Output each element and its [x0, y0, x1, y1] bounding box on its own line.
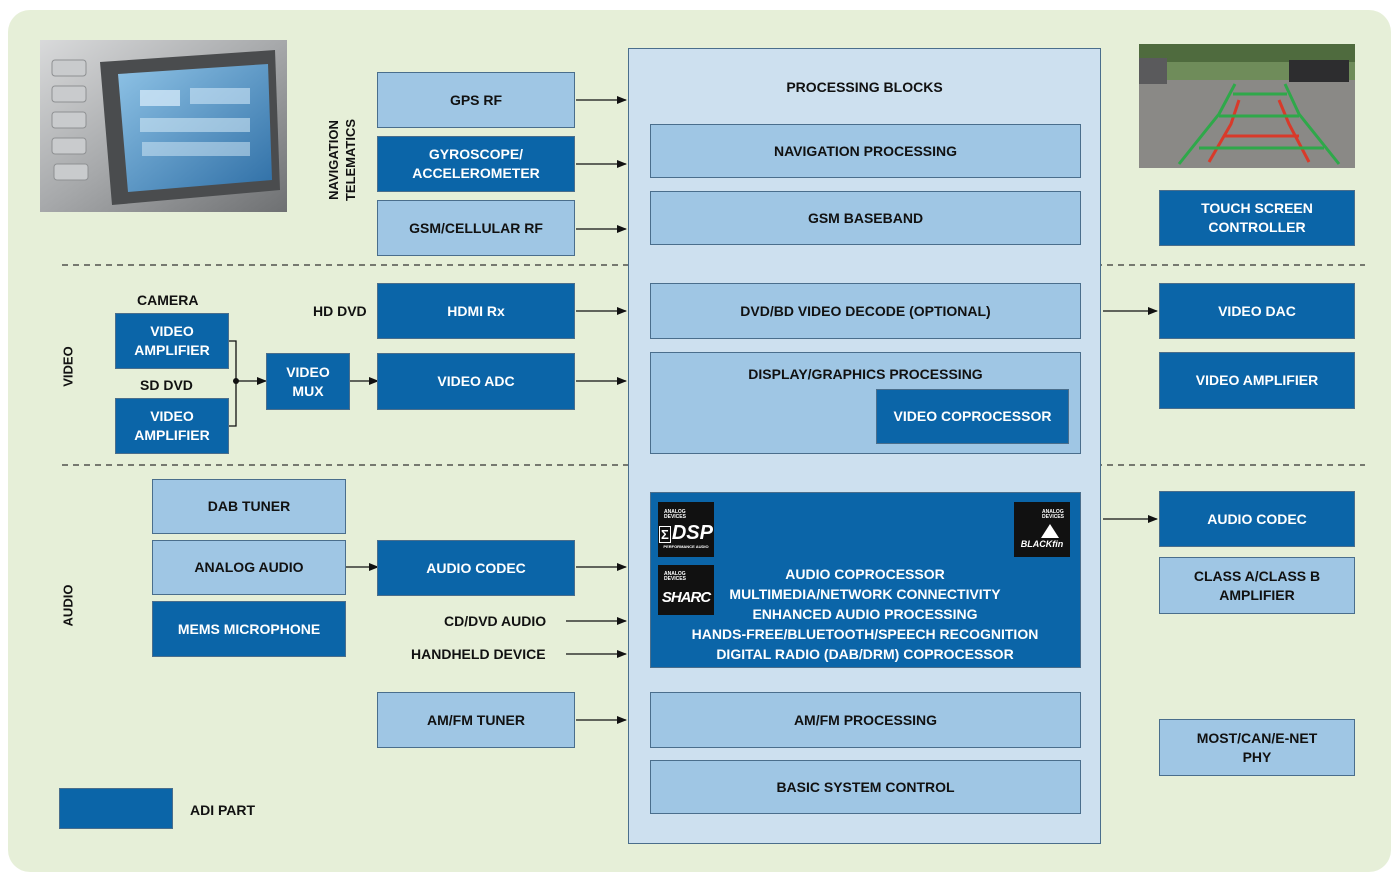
- blackfin-logo: ANALOG DEVICES BLACKfin: [1014, 502, 1070, 557]
- cd-dvd-audio-label: CD/DVD AUDIO: [444, 613, 547, 629]
- display-graphics-label: DISPLAY/GRAPHICS PROCESSING: [748, 366, 983, 382]
- gsm-baseband-block: GSM BASEBAND: [650, 191, 1081, 245]
- video-coprocessor-block: VIDEO COPROCESSOR: [876, 389, 1069, 444]
- gsm-cellular-rf-block: GSM/CELLULAR RF: [377, 200, 575, 256]
- basic-system-control-block: BASIC SYSTEM CONTROL: [650, 760, 1081, 814]
- video-dac-block: VIDEO DAC: [1159, 283, 1355, 339]
- gyroscope-accelerometer-block: GYROSCOPE/ ACCELEROMETER: [377, 136, 575, 192]
- section-label-video: VIDEO: [60, 346, 76, 387]
- adi-logo-text: ANALOG DEVICES: [664, 509, 686, 520]
- blackfin-logo-label: BLACKfin: [1020, 538, 1064, 549]
- adi-logo-text-3: ANALOG DEVICES: [1042, 508, 1064, 520]
- shark-fin-icon: [1041, 523, 1059, 538]
- dsp-logo-label: DSP: [671, 522, 713, 544]
- audio-coproc-line-3: ENHANCED AUDIO PROCESSING: [752, 606, 978, 622]
- junction-dot: [233, 378, 239, 384]
- adi-logo-text-2: ANALOG DEVICES: [664, 571, 686, 582]
- audio-coprocessor-text: AUDIO COPROCESSOR MULTIMEDIA/NETWORK CON…: [650, 564, 1080, 664]
- legend-adi-part-swatch: [59, 788, 173, 829]
- sharc-logo: ANALOG DEVICES SHARC: [658, 565, 714, 615]
- amfm-tuner-block: AM/FM TUNER: [377, 692, 575, 748]
- dab-tuner-block: DAB TUNER: [152, 479, 346, 534]
- hdmi-rx-block: HDMI Rx: [377, 283, 575, 339]
- wire-video-amp-2: [229, 381, 237, 427]
- amfm-processing-block: AM/FM PROCESSING: [650, 692, 1081, 748]
- rear-view-camera-photo: [1139, 44, 1355, 168]
- audio-codec-input-block: AUDIO CODEC: [377, 540, 575, 596]
- audio-coproc-line-5: DIGITAL RADIO (DAB/DRM) COPROCESSOR: [716, 646, 1014, 662]
- section-label-audio: AUDIO: [60, 584, 76, 627]
- audio-coproc-line-2: MULTIMEDIA/NETWORK CONNECTIVITY: [729, 586, 1001, 602]
- camera-label: CAMERA: [137, 292, 199, 308]
- video-mux-block: VIDEO MUX: [266, 353, 350, 410]
- dvd-video-decode-block: DVD/BD VIDEO DECODE (OPTIONAL): [650, 283, 1081, 339]
- class-a-class-b-amplifier-block: CLASS A/CLASS B AMPLIFIER: [1159, 557, 1355, 614]
- most-can-enet-phy-block: MOST/CAN/E-NET PHY: [1159, 719, 1355, 776]
- mems-microphone-block: MEMS MICROPHONE: [152, 601, 346, 657]
- video-adc-block: VIDEO ADC: [377, 353, 575, 410]
- section-label-navigation: NAVIGATION TELEMATICS: [326, 118, 358, 202]
- gps-rf-block: GPS RF: [377, 72, 575, 128]
- video-amplifier-camera-block: VIDEO AMPLIFIER: [115, 313, 229, 369]
- legend-adi-part-label: ADI PART: [190, 802, 256, 818]
- hd-dvd-label: HD DVD: [313, 303, 367, 319]
- video-amplifier-output-block: VIDEO AMPLIFIER: [1159, 352, 1355, 409]
- infotainment-head-unit-photo: [40, 40, 287, 212]
- sigma-icon: Σ: [659, 526, 671, 543]
- wire-video-amp-1: [229, 340, 237, 381]
- video-amplifier-sd-dvd-block: VIDEO AMPLIFIER: [115, 398, 229, 454]
- sd-dvd-label: SD DVD: [140, 377, 193, 393]
- sharc-logo-label: SHARC: [661, 589, 711, 606]
- navigation-processing-block: NAVIGATION PROCESSING: [650, 124, 1081, 178]
- handheld-device-label: HANDHELD DEVICE: [411, 646, 546, 662]
- dsp-logo-subtext: PERFORMANCE AUDIO: [663, 544, 709, 549]
- audio-coprocessor-block: [650, 492, 1081, 668]
- audio-coproc-line-1: AUDIO COPROCESSOR: [785, 566, 945, 582]
- audio-coproc-line-4: HANDS-FREE/BLUETOOTH/SPEECH RECOGNITION: [691, 626, 1039, 642]
- touch-screen-controller-block: TOUCH SCREEN CONTROLLER: [1159, 190, 1355, 246]
- analog-audio-block: ANALOG AUDIO: [152, 540, 346, 595]
- processing-blocks-title: PROCESSING BLOCKS: [786, 79, 943, 95]
- audio-codec-output-block: AUDIO CODEC: [1159, 491, 1355, 547]
